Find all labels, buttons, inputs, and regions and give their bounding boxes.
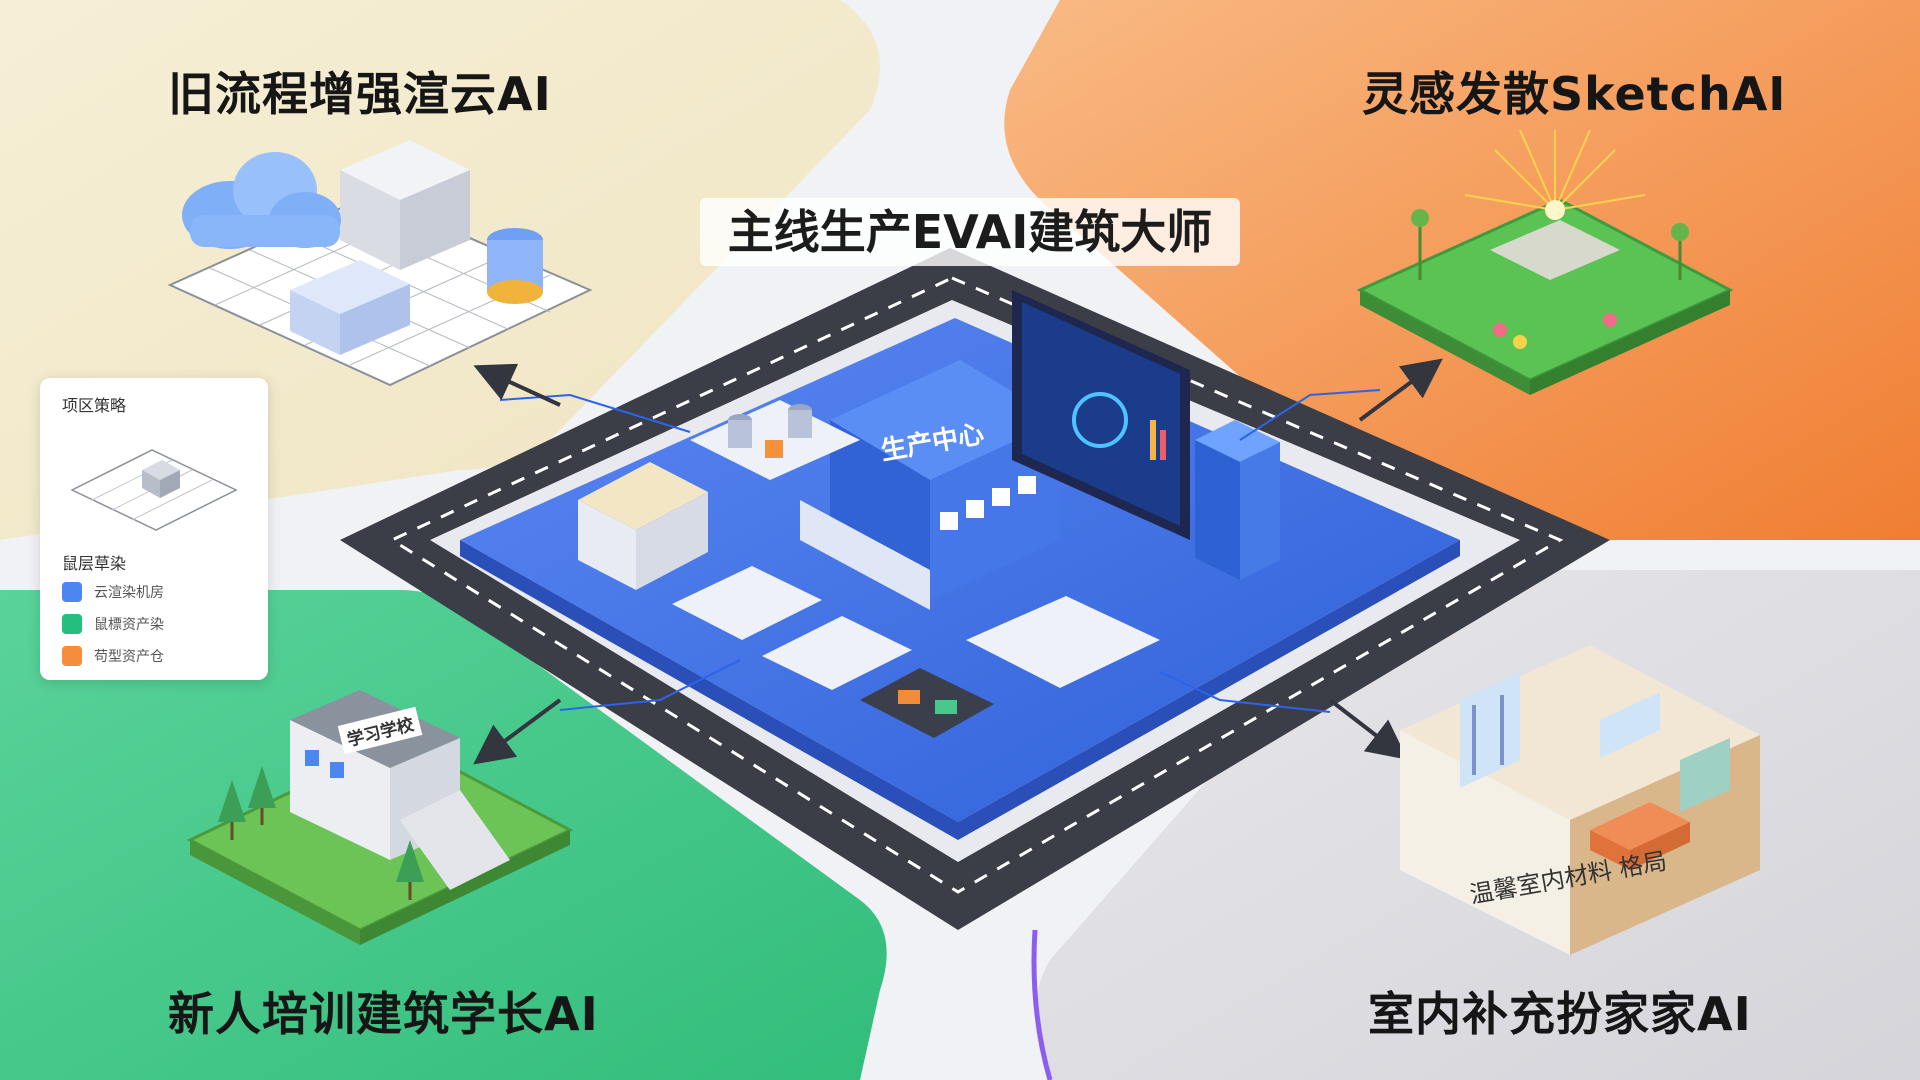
title-top-right: 灵感发散SketchAI bbox=[1362, 58, 1786, 124]
legend-card: 项区策略 鼠层草染 云渲染机房 鼠標资产染 苟型资产仓 bbox=[40, 378, 268, 680]
legend-item-label: 苟型资产仓 bbox=[94, 649, 164, 665]
legend-swatch-blue bbox=[62, 582, 82, 602]
center-title: 主线生产EVAI建筑大师 bbox=[700, 198, 1240, 266]
legend-swatch-green bbox=[62, 614, 82, 634]
legend-item-label: 云渲染机房 bbox=[94, 585, 164, 601]
title-bottom-left: 新人培训建筑学长AI bbox=[168, 978, 599, 1044]
legend-subtitle: 鼠层草染 bbox=[62, 550, 126, 574]
legend-item-label: 鼠標资产染 bbox=[94, 617, 164, 633]
title-top-left: 旧流程增强渲云AI bbox=[168, 58, 552, 124]
title-bottom-right: 室内补充扮家家AI bbox=[1368, 978, 1752, 1044]
legend-item: 云渲染机房 bbox=[62, 582, 164, 602]
legend-map-thumbnail bbox=[62, 420, 246, 538]
legend-item: 苟型资产仓 bbox=[62, 646, 164, 666]
legend-title: 项区策略 bbox=[62, 392, 126, 416]
control-panel-light bbox=[935, 700, 957, 714]
legend-swatch-orange bbox=[62, 646, 82, 666]
server-icon bbox=[1195, 420, 1280, 580]
control-panel-light bbox=[898, 690, 920, 704]
legend-item: 鼠標资产染 bbox=[62, 614, 164, 634]
